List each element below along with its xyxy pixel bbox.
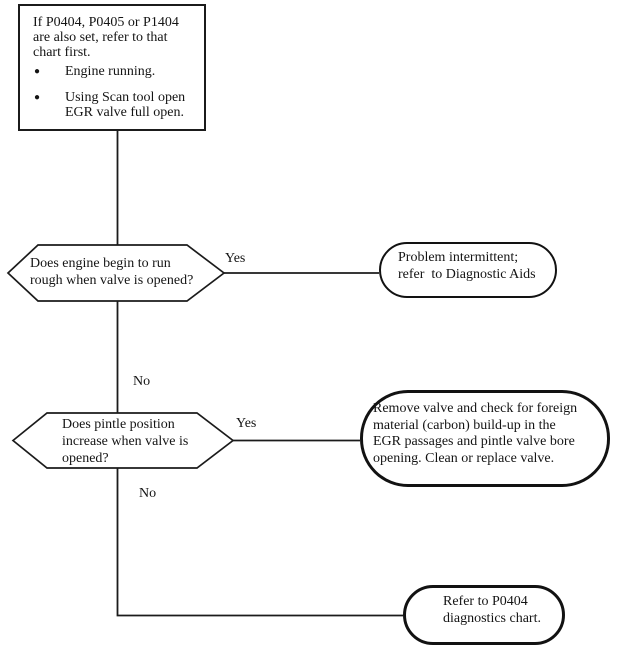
bullet-item: ● Using Scan tool open EGR valve full op… <box>34 90 185 120</box>
decision2-line: opened? <box>62 451 109 466</box>
result2-text: Remove valve and check for foreign mater… <box>373 401 577 467</box>
decision2-text: Does pintle position increase when valve… <box>62 416 188 467</box>
result2-line: EGR passages and pintle valve bore <box>373 434 575 449</box>
start-box: If P0404, P0405 or P1404 are also set, r… <box>18 4 206 131</box>
bullet-item-text: Engine running. <box>65 64 155 79</box>
result2-line: opening. Clean or replace valve. <box>373 450 555 466</box>
start-box-line: If P0404, P0405 or P1404 <box>33 15 179 30</box>
decision1-line: rough when valve is opened? <box>30 273 194 288</box>
decision2-line: Does pintle position <box>62 417 175 432</box>
decision2-no-label: No <box>139 486 157 501</box>
bullet-item-text: Using Scan tool open EGR valve full open… <box>65 90 185 120</box>
connector-decision2-no <box>116 468 403 617</box>
decision1-line: Does engine begin to run <box>30 256 171 271</box>
result1-text: Problem intermittent; refer to Diagnosti… <box>398 249 536 283</box>
decision2-hexagon-shape <box>11 412 235 469</box>
start-box-line: are also set, refer to that <box>33 30 168 45</box>
bullet-line: Engine running. <box>65 64 156 79</box>
result3-line: Refer to P0404 <box>443 594 528 609</box>
start-box-text: If P0404, P0405 or P1404 are also set, r… <box>33 15 179 60</box>
bullet-icon: ● <box>34 66 41 77</box>
decision1-yes-label: Yes <box>225 251 246 266</box>
bullet-line: Using Scan tool open <box>65 90 186 105</box>
result3-terminator <box>403 585 565 645</box>
bullet-icon: ● <box>34 92 41 103</box>
result2-terminator <box>360 390 610 487</box>
bullet-item: ● Engine running. <box>34 64 155 79</box>
bullet-line: EGR valve full open. <box>65 105 184 120</box>
decision2-line: increase when valve is <box>62 434 189 449</box>
result3-text: Refer to P0404 diagnostics chart. <box>443 593 541 627</box>
decision1-hexagon-shape <box>6 244 226 302</box>
result2-line: Remove valve and check for foreign <box>373 401 578 416</box>
decision1-text: Does engine begin to run rough when valv… <box>30 255 193 289</box>
result2-line: material (carbon) build-up in the <box>373 417 556 433</box>
decision1-no-label: No <box>133 374 151 389</box>
decision2-yes-label: Yes <box>236 416 257 431</box>
result1-terminator <box>379 242 557 298</box>
result3-line: diagnostics chart. <box>443 611 541 626</box>
result1-line: Problem intermittent; <box>398 250 519 265</box>
start-box-line: chart first. <box>33 45 91 60</box>
result1-line: refer to Diagnostic Aids <box>398 267 536 282</box>
